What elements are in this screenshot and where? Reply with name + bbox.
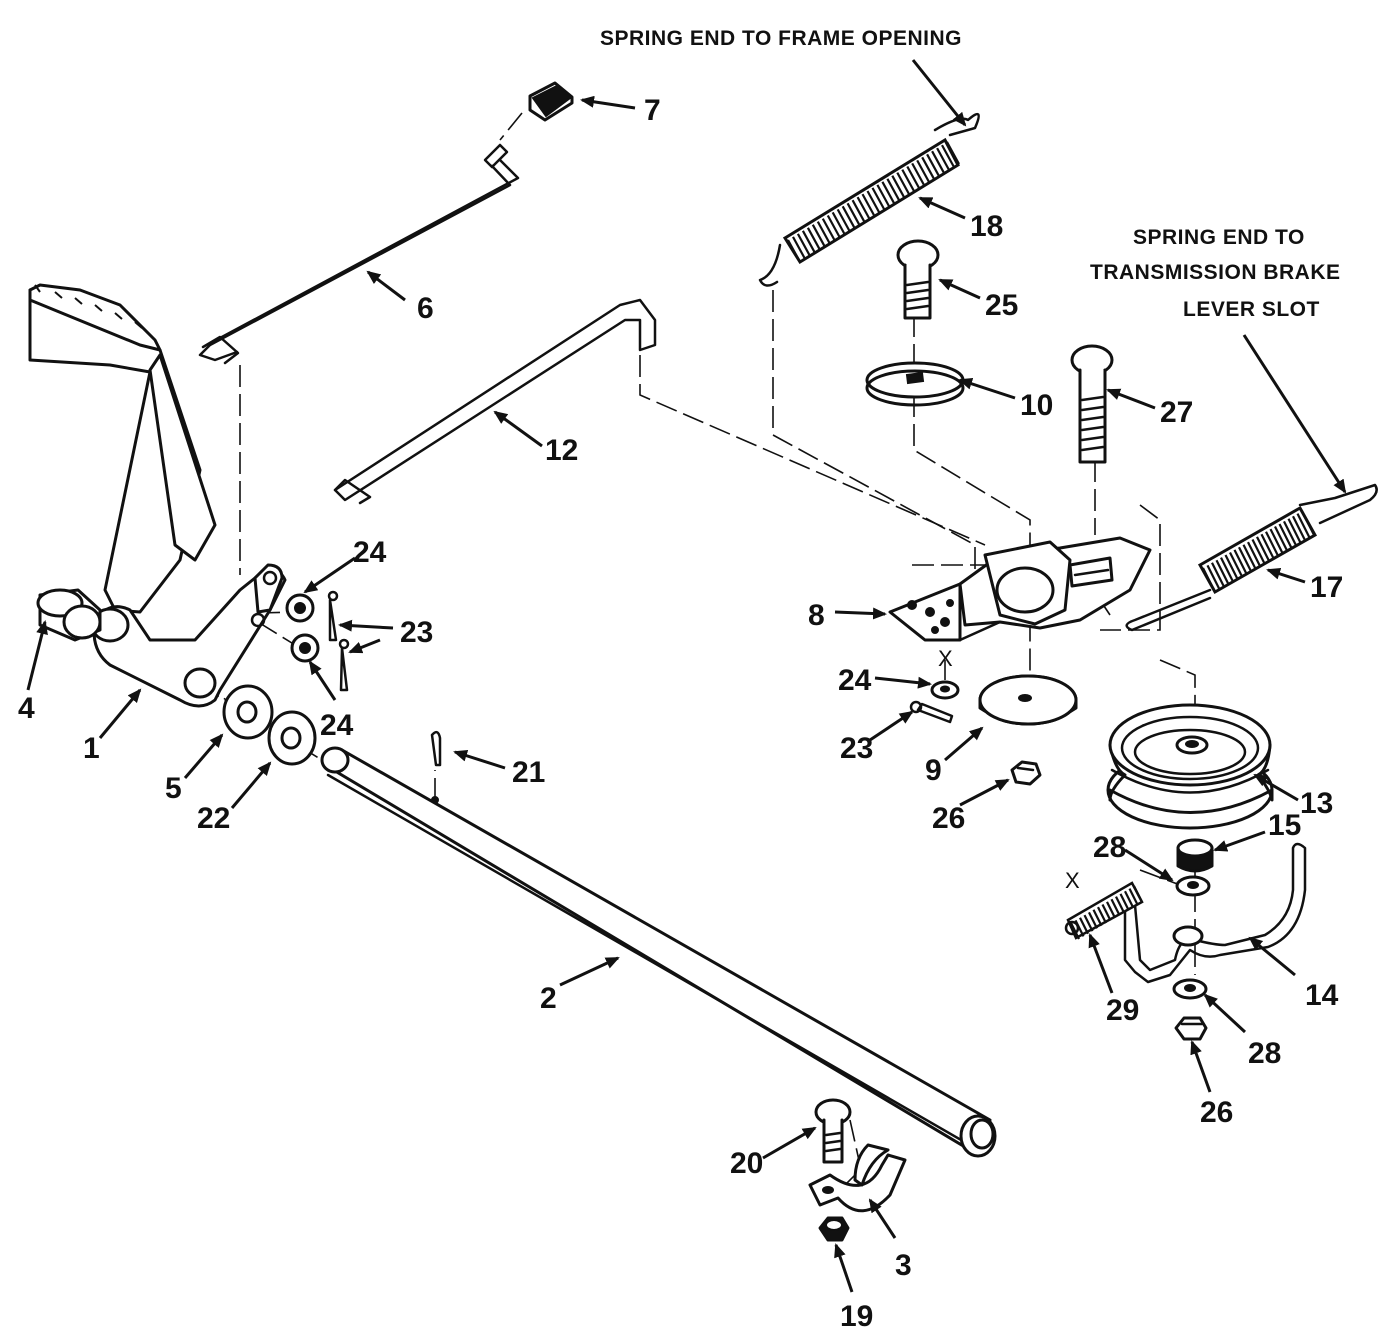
spring-17-coils <box>1202 510 1315 593</box>
brake-note-leader <box>1242 334 1347 494</box>
callout-17: 17 <box>1310 571 1343 604</box>
frame-opening-leader <box>911 59 967 127</box>
callout-12: 12 <box>545 434 578 467</box>
part-28-washer-lower <box>1172 978 1208 1000</box>
part-7-grip <box>528 81 574 122</box>
part-2-shaft <box>320 746 997 1158</box>
part-15-bushing <box>1176 838 1214 873</box>
callout-18: 18 <box>970 210 1003 243</box>
part-21-pin <box>430 730 442 804</box>
callout-3: 3 <box>895 1249 912 1282</box>
callout-27: 27 <box>1160 396 1193 429</box>
part-23-pins <box>327 590 350 692</box>
spring-29-coils <box>1070 885 1143 940</box>
callout-1: 1 <box>83 732 100 765</box>
callout-28-upper: 28 <box>1093 831 1126 864</box>
part-5-washer <box>222 684 274 740</box>
callout-29: 29 <box>1106 994 1139 1027</box>
part-10-washer <box>865 361 965 407</box>
callout-arrows <box>26 95 1306 1293</box>
brake-note-line2: TRANSMISSION BRAKE <box>1090 261 1341 284</box>
callout-26-upper: 26 <box>932 802 965 835</box>
callout-2: 2 <box>540 982 557 1015</box>
part-12-rod <box>333 298 657 505</box>
x-mark-spring: X <box>1065 868 1080 893</box>
part-14-idler-arm <box>1123 842 1307 984</box>
part-6-rod <box>198 143 520 365</box>
callout-8: 8 <box>808 599 825 632</box>
callout-21: 21 <box>512 756 545 789</box>
part-18-spring <box>758 112 980 287</box>
part-8-bracket <box>888 536 1152 642</box>
part-23-pin-bracket <box>909 700 954 724</box>
callout-24-top: 24 <box>353 536 387 569</box>
callout-6: 6 <box>417 292 434 325</box>
callout-24-lower: 24 <box>320 709 354 742</box>
part-1-pedal <box>28 283 287 708</box>
part-24-washer-bracket <box>930 680 960 700</box>
frame-opening-note: SPRING END TO FRAME OPENING <box>600 27 962 50</box>
callout-7: 7 <box>644 94 661 127</box>
callout-23-left: 23 <box>400 616 433 649</box>
callout-labels: 7 6 18 25 10 27 12 17 24 23 24 8 24 23 9… <box>18 94 1343 1333</box>
callout-5: 5 <box>165 772 182 805</box>
part-22-washer <box>267 710 317 766</box>
callout-14: 14 <box>1305 979 1339 1012</box>
part-19-nut <box>818 1216 850 1242</box>
part-4-bushing <box>36 588 102 642</box>
callout-25: 25 <box>985 289 1018 322</box>
callout-10: 10 <box>1020 389 1053 422</box>
brake-note-line1: SPRING END TO <box>1133 226 1305 249</box>
part-28-washer-upper <box>1175 875 1211 897</box>
part-24-washer-lower <box>290 633 320 663</box>
callout-4: 4 <box>18 692 35 725</box>
brake-note-line3: LEVER SLOT <box>1183 298 1320 321</box>
callout-28-lower: 28 <box>1248 1037 1281 1070</box>
callout-15: 15 <box>1268 809 1301 842</box>
part-3-clamp <box>808 1143 907 1213</box>
x-mark-bracket: X <box>938 646 953 671</box>
part-17-spring <box>1125 483 1378 632</box>
alignment-lines <box>199 112 1196 1201</box>
part-24-washer-upper <box>285 593 315 623</box>
part-29-spring <box>1064 881 1144 940</box>
callout-20: 20 <box>730 1147 763 1180</box>
callout-9: 9 <box>925 754 942 787</box>
part-26-nut-upper <box>1010 760 1042 786</box>
part-26-nut-lower <box>1174 1016 1208 1041</box>
part-20-bolt <box>814 1098 852 1164</box>
spring-18-coils <box>787 141 960 263</box>
part-13-pulley <box>1106 703 1274 830</box>
callout-24-bracket: 24 <box>838 664 872 697</box>
callout-22: 22 <box>197 802 230 835</box>
callout-13: 13 <box>1300 787 1333 820</box>
part-25-bolt <box>896 239 940 320</box>
callout-19: 19 <box>840 1300 873 1333</box>
part-9-washer <box>978 674 1078 726</box>
callout-26-lower: 26 <box>1200 1096 1233 1129</box>
part-27-bolt <box>1070 344 1114 464</box>
callout-23-bracket: 23 <box>840 732 873 765</box>
